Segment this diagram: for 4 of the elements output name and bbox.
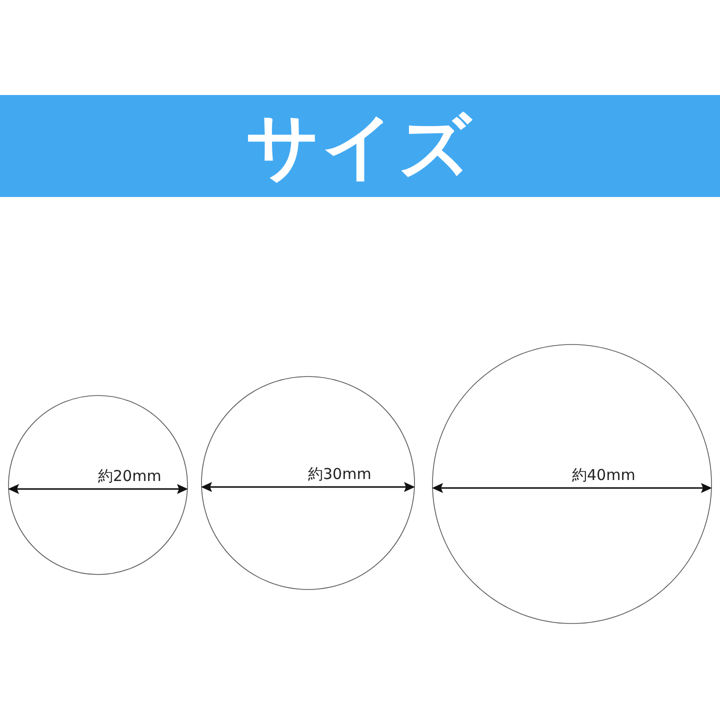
dimension-label: 約20mm bbox=[98, 469, 162, 484]
dimension-label: 約40mm bbox=[572, 468, 636, 483]
dimension-label: 約30mm bbox=[308, 467, 372, 482]
title: サイズ bbox=[246, 110, 474, 182]
